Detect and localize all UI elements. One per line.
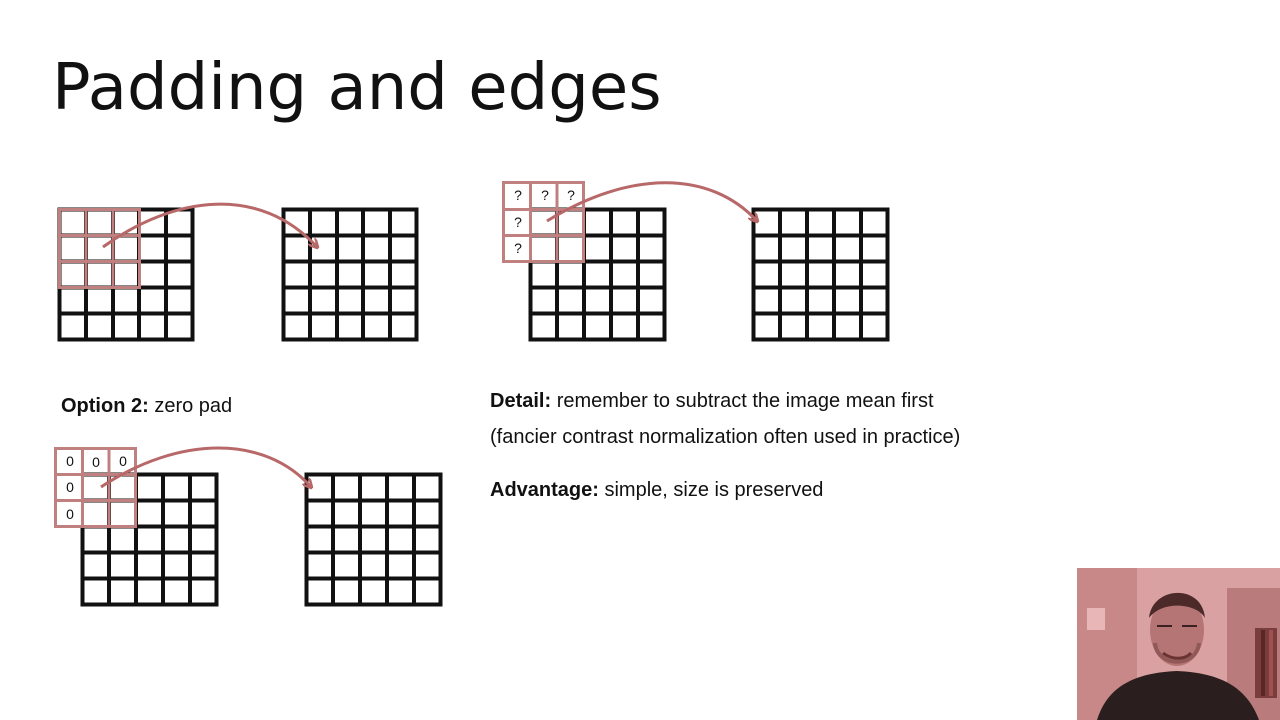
detail-text: remember to subtract the image mean firs… bbox=[556, 390, 934, 412]
mapping-arrow bbox=[102, 202, 317, 247]
zero-value-mark: 0 bbox=[66, 479, 74, 495]
diagram-valid bbox=[57, 202, 419, 342]
mapping-arrow bbox=[546, 181, 757, 221]
input-grid bbox=[57, 207, 195, 342]
option2-caption: Option 2: zero pad bbox=[61, 394, 232, 418]
zero-value-mark: 0 bbox=[66, 506, 74, 522]
kernel-overlay: 0 0 0 0 0 bbox=[54, 447, 137, 528]
unknown-value-mark: ? bbox=[514, 240, 522, 256]
input-grid bbox=[80, 472, 219, 607]
advantage-text: simple, size is preserved bbox=[604, 479, 824, 501]
advantage-heading: Advantage: bbox=[490, 479, 599, 501]
presenter-image bbox=[1077, 568, 1280, 720]
diagram-zero-pad: 0 0 0 0 0 bbox=[54, 446, 443, 607]
zero-value-mark: 0 bbox=[66, 453, 74, 469]
unknown-value-mark: ? bbox=[541, 187, 549, 203]
unknown-value-mark: ? bbox=[567, 187, 575, 203]
detail-line-2: (fancier contrast normalization often us… bbox=[490, 426, 961, 448]
option2-text: zero pad bbox=[154, 395, 233, 417]
unknown-value-mark: ? bbox=[514, 214, 522, 230]
option2-heading: Option 2: bbox=[61, 395, 149, 417]
kernel-overlay bbox=[58, 208, 141, 289]
kernel-overlay: ? ? ? ? ? bbox=[502, 181, 585, 263]
output-grid bbox=[281, 207, 419, 342]
slide-title: Padding and edges bbox=[52, 51, 662, 125]
output-grid bbox=[304, 472, 443, 607]
diagram-unknown-border: ? ? ? ? ? bbox=[502, 181, 890, 342]
unknown-value-mark: ? bbox=[514, 187, 522, 203]
detail-line: Detail: remember to subtract the image m… bbox=[490, 389, 934, 413]
advantage-line: Advantage: simple, size is preserved bbox=[490, 478, 823, 502]
zero-value-mark: 0 bbox=[119, 453, 127, 469]
zero-value-mark: 0 bbox=[92, 454, 100, 470]
presenter-video bbox=[1077, 568, 1280, 720]
mapping-arrow bbox=[100, 446, 311, 487]
input-grid bbox=[528, 207, 667, 342]
detail-heading: Detail: bbox=[490, 390, 552, 412]
output-grid bbox=[751, 207, 890, 342]
